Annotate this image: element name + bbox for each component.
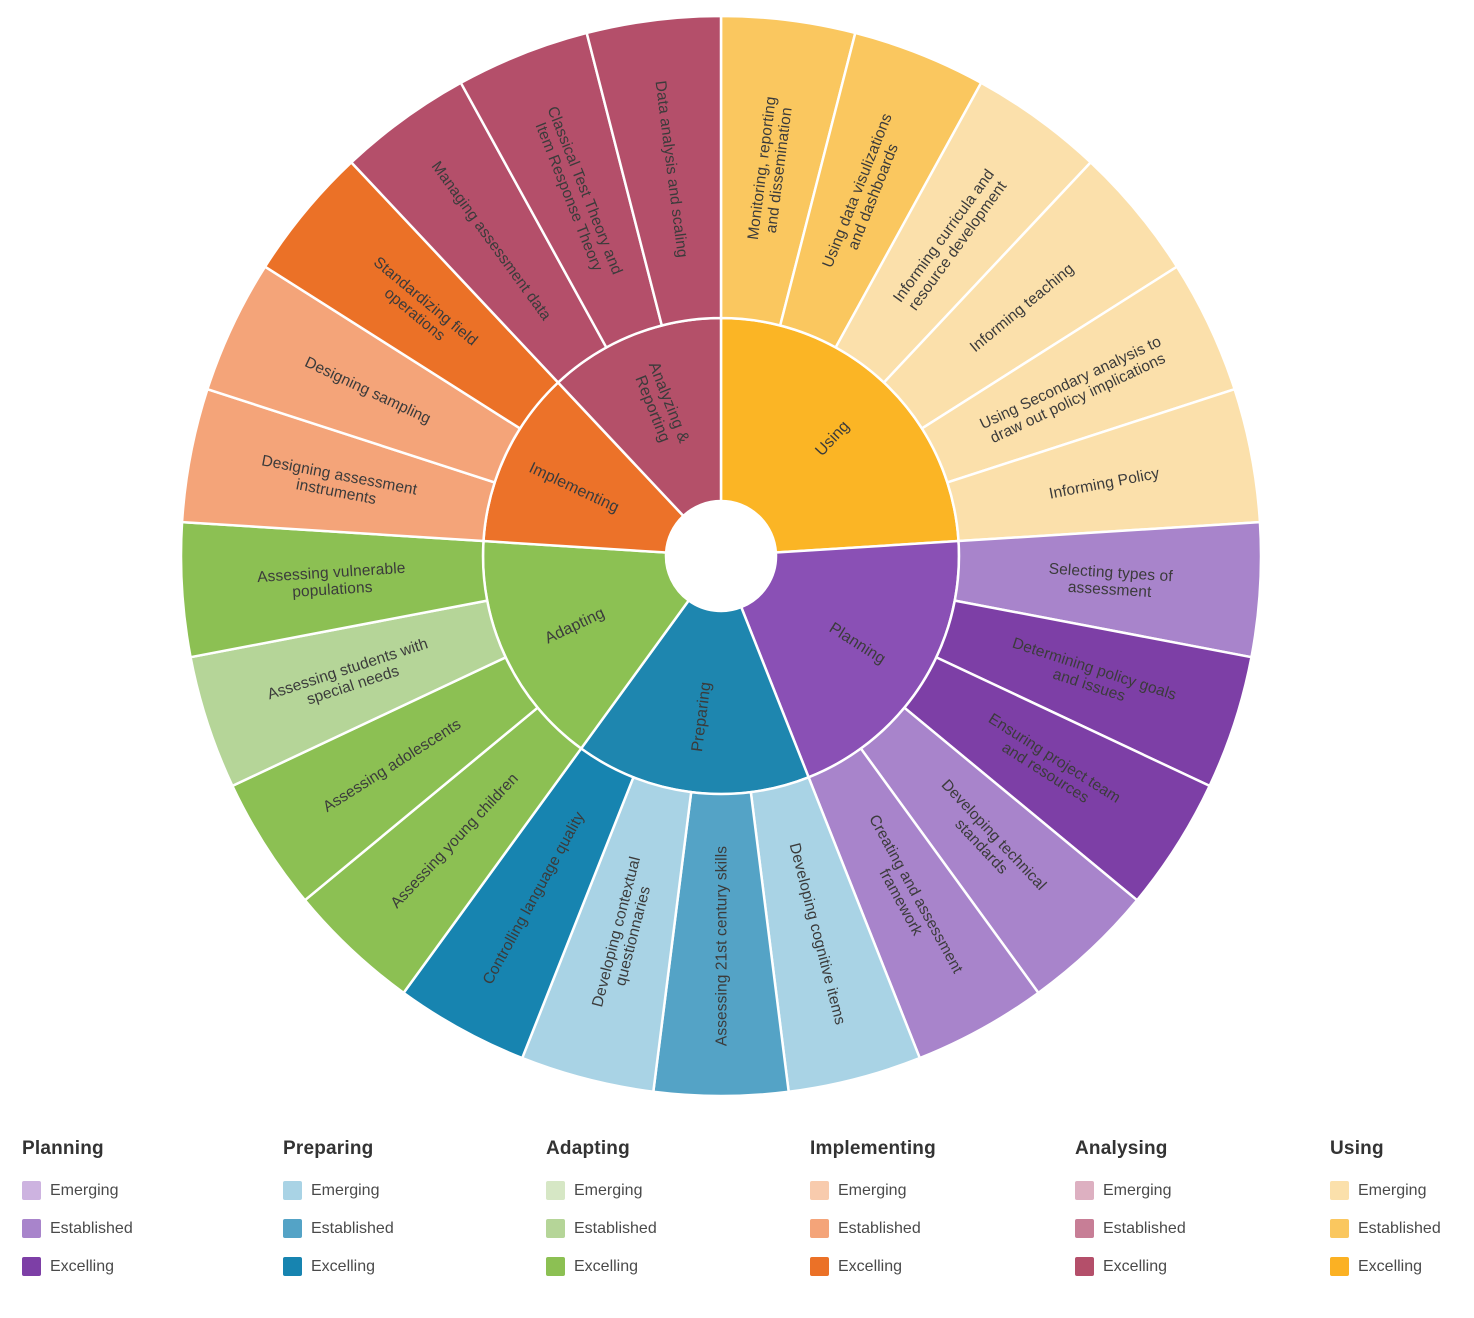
legend-swatch-planning-emerging — [22, 1181, 41, 1200]
legend-group-title-using: Using — [1330, 1138, 1384, 1159]
legend-item-adapting-emerging: Emerging — [546, 1181, 657, 1200]
legend-item-implementing-emerging: Emerging — [810, 1181, 936, 1200]
legend-swatch-planning-excelling — [22, 1257, 41, 1276]
legend-swatch-using-excelling — [1330, 1257, 1349, 1276]
legend-item-label: Excelling — [1103, 1257, 1168, 1275]
legend-item-using-excelling: Excelling — [1330, 1257, 1441, 1276]
legend-item-implementing-established: Established — [810, 1219, 936, 1238]
legend-item-label: Excelling — [311, 1257, 376, 1275]
legend-item-preparing-established: Established — [283, 1219, 394, 1238]
legend-group-title-adapting: Adapting — [546, 1138, 630, 1159]
legend-item-label: Emerging — [574, 1181, 643, 1199]
legend-item-label: Established — [50, 1219, 133, 1237]
legend-item-label: Excelling — [1358, 1257, 1423, 1275]
legend-item-label: Established — [311, 1219, 394, 1237]
legend-item-planning-established: Established — [22, 1219, 133, 1238]
legend-swatch-preparing-excelling — [283, 1257, 302, 1276]
legend-item-label: Excelling — [838, 1257, 903, 1275]
legend-group-title-implementing: Implementing — [810, 1138, 936, 1159]
legend-item-preparing-emerging: Emerging — [283, 1181, 394, 1200]
legend-group-title-planning: Planning — [22, 1138, 104, 1159]
legend-item-analysing-emerging: Emerging — [1075, 1181, 1186, 1200]
legend-item-label: Established — [838, 1219, 921, 1237]
legend-swatch-planning-established — [22, 1219, 41, 1238]
legend-item-using-established: Established — [1330, 1219, 1441, 1238]
legend-item-analysing-excelling: Excelling — [1075, 1257, 1186, 1276]
legend-swatch-adapting-established — [546, 1219, 565, 1238]
legend-swatch-implementing-established — [810, 1219, 829, 1238]
legend-swatch-preparing-established — [283, 1219, 302, 1238]
legend-item-label: Emerging — [50, 1181, 119, 1199]
legend-item-label: Emerging — [838, 1181, 907, 1199]
legend-item-label: Emerging — [1103, 1181, 1172, 1199]
legend-item-planning-excelling: Excelling — [22, 1257, 133, 1276]
legend-item-implementing-excelling: Excelling — [810, 1257, 936, 1276]
legend-swatch-preparing-emerging — [283, 1181, 302, 1200]
legend-swatch-using-established — [1330, 1219, 1349, 1238]
legend-swatch-adapting-emerging — [546, 1181, 565, 1200]
legend-swatch-implementing-excelling — [810, 1257, 829, 1276]
segment-label-assessing-21st-century-skills: Assessing 21st century skills — [713, 846, 730, 1046]
legend-item-preparing-excelling: Excelling — [283, 1257, 394, 1276]
legend-item-label: Emerging — [1358, 1181, 1427, 1199]
legend-swatch-analysing-excelling — [1075, 1257, 1094, 1276]
legend-item-label: Emerging — [311, 1181, 380, 1199]
legend-swatch-analysing-emerging — [1075, 1181, 1094, 1200]
legend-item-adapting-established: Established — [546, 1219, 657, 1238]
legend-item-label: Established — [574, 1219, 657, 1237]
legend-item-label: Excelling — [574, 1257, 639, 1275]
legend-swatch-implementing-emerging — [810, 1181, 829, 1200]
legend-item-planning-emerging: Emerging — [22, 1181, 133, 1200]
legend-item-label: Established — [1103, 1219, 1186, 1237]
legend-group-title-analysing: Analysing — [1075, 1138, 1168, 1159]
legend-item-label: Established — [1358, 1219, 1441, 1237]
legend-swatch-adapting-excelling — [546, 1257, 565, 1276]
legend-swatch-using-emerging — [1330, 1181, 1349, 1200]
legend-item-analysing-established: Established — [1075, 1219, 1186, 1238]
legend-group-title-preparing: Preparing — [283, 1138, 374, 1159]
legend-item-label: Excelling — [50, 1257, 115, 1275]
legend-swatch-analysing-established — [1075, 1219, 1094, 1238]
legend-item-using-emerging: Emerging — [1330, 1181, 1441, 1200]
legend-item-adapting-excelling: Excelling — [546, 1257, 657, 1276]
segment-data-analysis-and-scaling[interactable] — [585, 14, 723, 327]
